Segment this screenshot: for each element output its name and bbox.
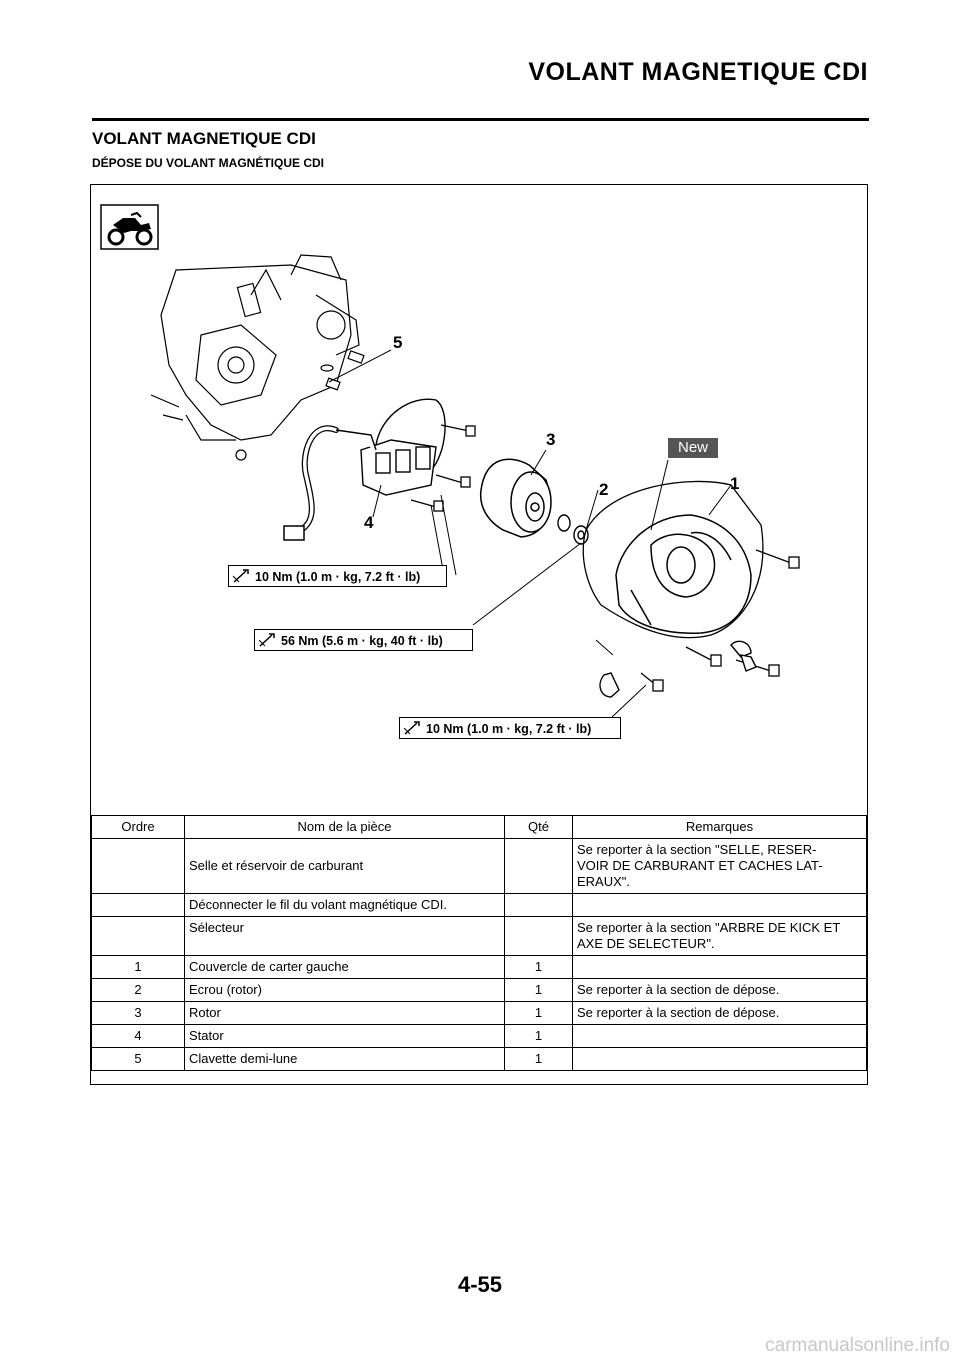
table-row: Sélecteur Se reporter à la section "ARBR… bbox=[91, 916, 867, 956]
cell-ordre: 5 bbox=[91, 1047, 185, 1071]
rotor bbox=[479, 458, 552, 538]
cable-clamp bbox=[599, 640, 757, 698]
torque-value-cover: 10 Nm (1.0 m · kg, 7.2 ft · lb) bbox=[426, 722, 592, 736]
page-number: 4-55 bbox=[457, 1272, 503, 1297]
callout-2: 2 bbox=[599, 480, 609, 499]
motorcycle-icon bbox=[100, 204, 159, 250]
wrench-icon bbox=[403, 721, 420, 735]
stator bbox=[335, 398, 446, 496]
table-row: Déconnecter le fil du volant magnétique … bbox=[91, 893, 867, 917]
cell-remarques: Se reporter à la section de dépose. bbox=[572, 978, 867, 1002]
torque-spec-cover: 10 Nm (1.0 m · kg, 7.2 ft · lb) bbox=[399, 717, 621, 739]
section-subtitle: DÉPOSE DU VOLANT MAGNÉTIQUE CDI bbox=[92, 156, 325, 170]
page-header-title: VOLANT MAGNETIQUE CDI bbox=[528, 58, 868, 86]
cell-nom: Couvercle de carter gauche bbox=[184, 955, 505, 979]
torque-value-stator: 10 Nm (1.0 m · kg, 7.2 ft · lb) bbox=[255, 570, 421, 584]
cell-qte bbox=[504, 838, 573, 894]
table-row: 3 Rotor 1 Se reporter à la section de dé… bbox=[91, 1001, 867, 1025]
col-header-nom: Nom de la pièce bbox=[184, 815, 505, 839]
cell-nom: Stator bbox=[184, 1024, 505, 1048]
dowel-pins bbox=[320, 350, 365, 391]
col-header-ordre: Ordre bbox=[91, 815, 185, 839]
col-header-qte: Qté bbox=[504, 815, 573, 839]
cell-nom: Sélecteur bbox=[184, 916, 505, 956]
cell-qte: 1 bbox=[504, 1047, 573, 1071]
callout-5: 5 bbox=[393, 333, 403, 352]
table-header-row: Ordre Nom de la pièce Qté Remarques bbox=[91, 815, 867, 839]
torque-spec-stator: 10 Nm (1.0 m · kg, 7.2 ft · lb) bbox=[228, 565, 447, 587]
cell-ordre: 1 bbox=[91, 955, 185, 979]
cell-nom: Déconnecter le fil du volant magnétique … bbox=[184, 893, 505, 917]
wrench-icon bbox=[258, 633, 275, 647]
cell-qte: 1 bbox=[504, 1001, 573, 1025]
table-row: Selle et réservoir de carburant Se repor… bbox=[91, 838, 867, 894]
engine-case bbox=[150, 254, 360, 461]
torque-value-rotor-nut: 56 Nm (5.6 m · kg, 40 ft · lb) bbox=[281, 634, 443, 648]
cell-ordre bbox=[91, 893, 185, 917]
cell-remarques: Se reporter à la section "SELLE, RESER- … bbox=[572, 838, 867, 894]
cell-remarques: Se reporter à la section "ARBRE DE KICK … bbox=[572, 916, 867, 956]
torque-spec-rotor-nut: 56 Nm (5.6 m · kg, 40 ft · lb) bbox=[254, 629, 473, 651]
cell-qte: 1 bbox=[504, 978, 573, 1002]
header-rule bbox=[92, 118, 869, 121]
wire-connector bbox=[283, 525, 305, 541]
new-badge: New bbox=[668, 438, 718, 458]
cell-qte: 1 bbox=[504, 1024, 573, 1048]
footer-watermark: carmanualsonline.info bbox=[765, 1335, 950, 1356]
cell-ordre: 4 bbox=[91, 1024, 185, 1048]
cell-remarques bbox=[572, 1047, 867, 1071]
table-row: 1 Couvercle de carter gauche 1 bbox=[91, 955, 867, 979]
cell-remarques bbox=[572, 1024, 867, 1048]
exploded-diagram: 5 3 2 1 4 New 10 Nm (1.0 m · kg, 7.2 ft … bbox=[91, 185, 869, 816]
cell-ordre: 3 bbox=[91, 1001, 185, 1025]
callout-4: 4 bbox=[364, 513, 374, 532]
gasket bbox=[582, 480, 764, 639]
cell-nom: Rotor bbox=[184, 1001, 505, 1025]
cell-nom: Clavette demi-lune bbox=[184, 1047, 505, 1071]
cell-qte: 1 bbox=[504, 955, 573, 979]
crankcase-cover bbox=[615, 514, 752, 634]
cell-remarques bbox=[572, 893, 867, 917]
parts-table: Ordre Nom de la pièce Qté Remarques Sell… bbox=[91, 815, 867, 1071]
col-header-remarques: Remarques bbox=[572, 815, 867, 839]
leader-lines bbox=[328, 349, 732, 718]
cell-nom: Ecrou (rotor) bbox=[184, 978, 505, 1002]
table-row: 2 Ecrou (rotor) 1 Se reporter à la secti… bbox=[91, 978, 867, 1002]
table-row: 5 Clavette demi-lune 1 bbox=[91, 1047, 867, 1071]
cell-ordre bbox=[91, 916, 185, 956]
diagram-frame: 5 3 2 1 4 New 10 Nm (1.0 m · kg, 7.2 ft … bbox=[90, 184, 868, 1085]
wrench-icon bbox=[232, 569, 249, 583]
cell-ordre: 2 bbox=[91, 978, 185, 1002]
cover-bolts bbox=[640, 549, 800, 692]
cell-remarques bbox=[572, 955, 867, 979]
cell-remarques: Se reporter à la section de dépose. bbox=[572, 1001, 867, 1025]
table-row: 4 Stator 1 bbox=[91, 1024, 867, 1048]
callout-1: 1 bbox=[730, 474, 740, 493]
callout-3: 3 bbox=[546, 430, 556, 449]
exploded-diagram-drawing bbox=[100, 204, 800, 718]
cell-qte bbox=[504, 893, 573, 917]
cell-qte bbox=[504, 916, 573, 956]
cell-ordre bbox=[91, 838, 185, 894]
section-title: VOLANT MAGNETIQUE CDI bbox=[92, 129, 316, 148]
cell-nom: Selle et réservoir de carburant bbox=[184, 838, 505, 894]
